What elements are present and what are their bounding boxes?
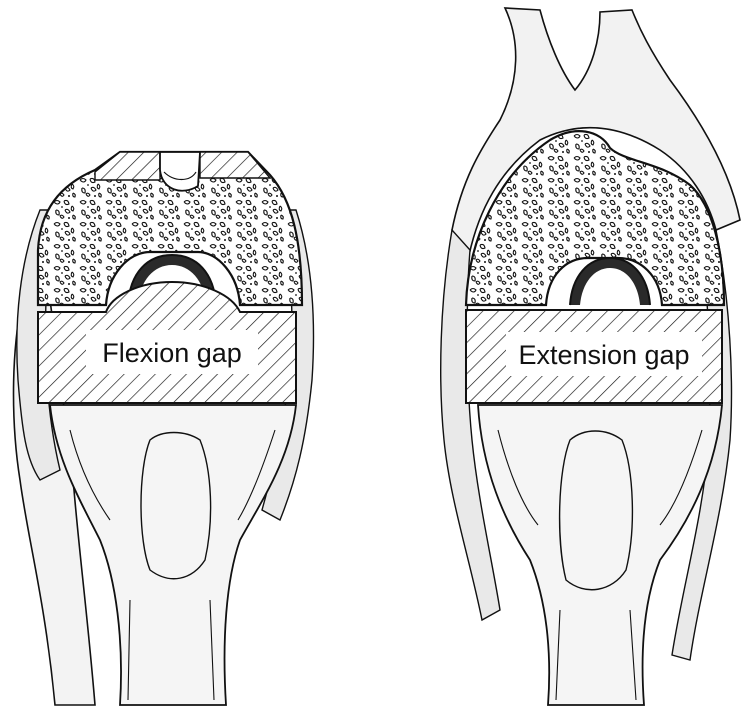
tibia-right xyxy=(478,405,722,705)
trochlear-notch-left xyxy=(160,152,200,191)
flexion-gap-label: Flexion gap xyxy=(102,338,242,368)
extension-gap-label: Extension gap xyxy=(518,340,689,370)
left-panel: Flexion gap xyxy=(14,152,314,705)
right-panel: Extension gap xyxy=(441,8,740,705)
